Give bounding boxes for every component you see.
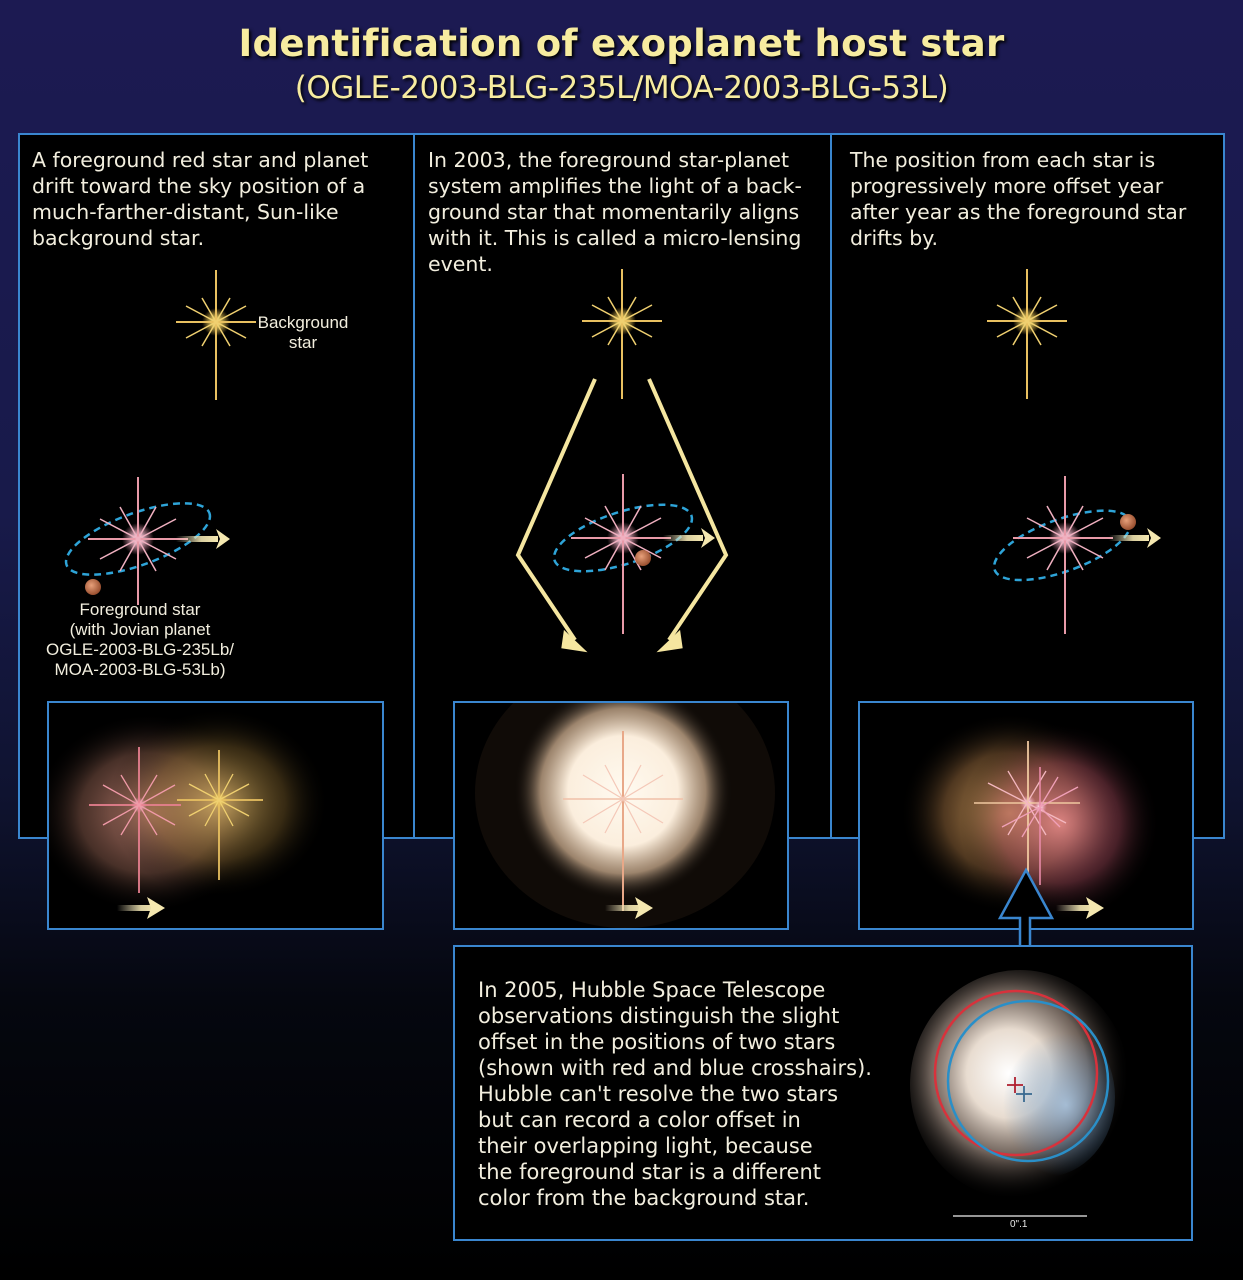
panel-3-description: The position from each star is progressi…	[850, 148, 1187, 250]
light-bending-arrow-left-icon	[515, 378, 597, 653]
background-star-icon	[582, 269, 662, 399]
foreground-star-system-icon	[992, 476, 1161, 634]
foreground-star-icon	[1001, 767, 1079, 885]
drift-arrow-icon	[117, 897, 165, 919]
inset-2-lensing-amplification	[453, 701, 789, 930]
inset-1-unresolved-stars	[47, 701, 384, 930]
background-star-icon	[176, 270, 256, 400]
drift-arrow-icon	[605, 897, 653, 919]
microlensing-diagram	[515, 269, 729, 653]
red-circle	[933, 989, 1099, 1157]
blue-crosshair-icon	[1016, 1086, 1032, 1102]
amplified-star-icon	[563, 731, 683, 911]
hubble-image	[910, 970, 1130, 1217]
blue-circle	[946, 999, 1110, 1163]
planet-icon	[635, 550, 651, 566]
drift-arrow-icon	[1056, 897, 1104, 919]
drift-diagram	[987, 269, 1161, 634]
background-star-icon	[987, 269, 1067, 399]
red-crosshair-icon	[1007, 1077, 1023, 1093]
planet-icon	[1120, 514, 1136, 530]
foreground-star-label: Foreground star (with Jovian planet OGLE…	[45, 600, 235, 679]
hubble-observation-panel: In 2005, Hubble Space Telescope observat…	[453, 945, 1193, 1241]
foreground-star-icon	[89, 747, 181, 893]
page-title: Identification of exoplanet host star	[238, 22, 1005, 65]
page-subtitle: (OGLE-2003-BLG-235L/MOA-2003-BLG-53L)	[294, 70, 949, 106]
panel-1-description: A foreground red star and planet drift t…	[32, 148, 369, 250]
panel-2-description: In 2003, the foreground star-planet syst…	[428, 148, 802, 276]
foreground-star-system-icon	[64, 477, 230, 605]
planet-icon	[85, 579, 101, 595]
light-bending-arrow-right-icon	[647, 378, 729, 653]
hubble-description: In 2005, Hubble Space Telescope observat…	[478, 978, 872, 1210]
background-star-label: Background star	[257, 313, 349, 352]
inset-3-offset-stars	[858, 701, 1194, 930]
scale-bar-label: 0".1	[1010, 1219, 1028, 1230]
background-star-icon	[177, 750, 263, 880]
foreground-star-system-icon	[552, 474, 715, 634]
